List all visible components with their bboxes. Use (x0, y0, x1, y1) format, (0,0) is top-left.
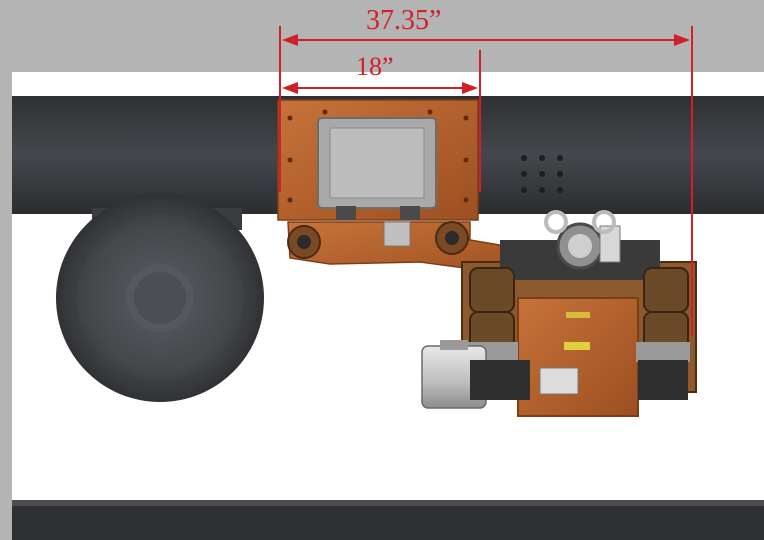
dimension-mount-left-arrow (282, 82, 298, 94)
beam-bolts (521, 155, 563, 193)
motor (421, 340, 688, 409)
electrical-box (317, 117, 437, 220)
dimension-mount-right-arrow (462, 82, 478, 94)
drive-unit (461, 210, 697, 417)
dimension-mount-label: 18” (356, 52, 394, 81)
rail-wheel (56, 194, 264, 402)
dimension-overall-left-arrow (282, 34, 298, 46)
dimension-overall (279, 26, 693, 336)
dimension-overall-label: 37.35” (366, 5, 442, 36)
dimension-mount (282, 50, 481, 192)
dimension-overall-right-arrow (674, 34, 690, 46)
bottom-rail (12, 500, 764, 540)
